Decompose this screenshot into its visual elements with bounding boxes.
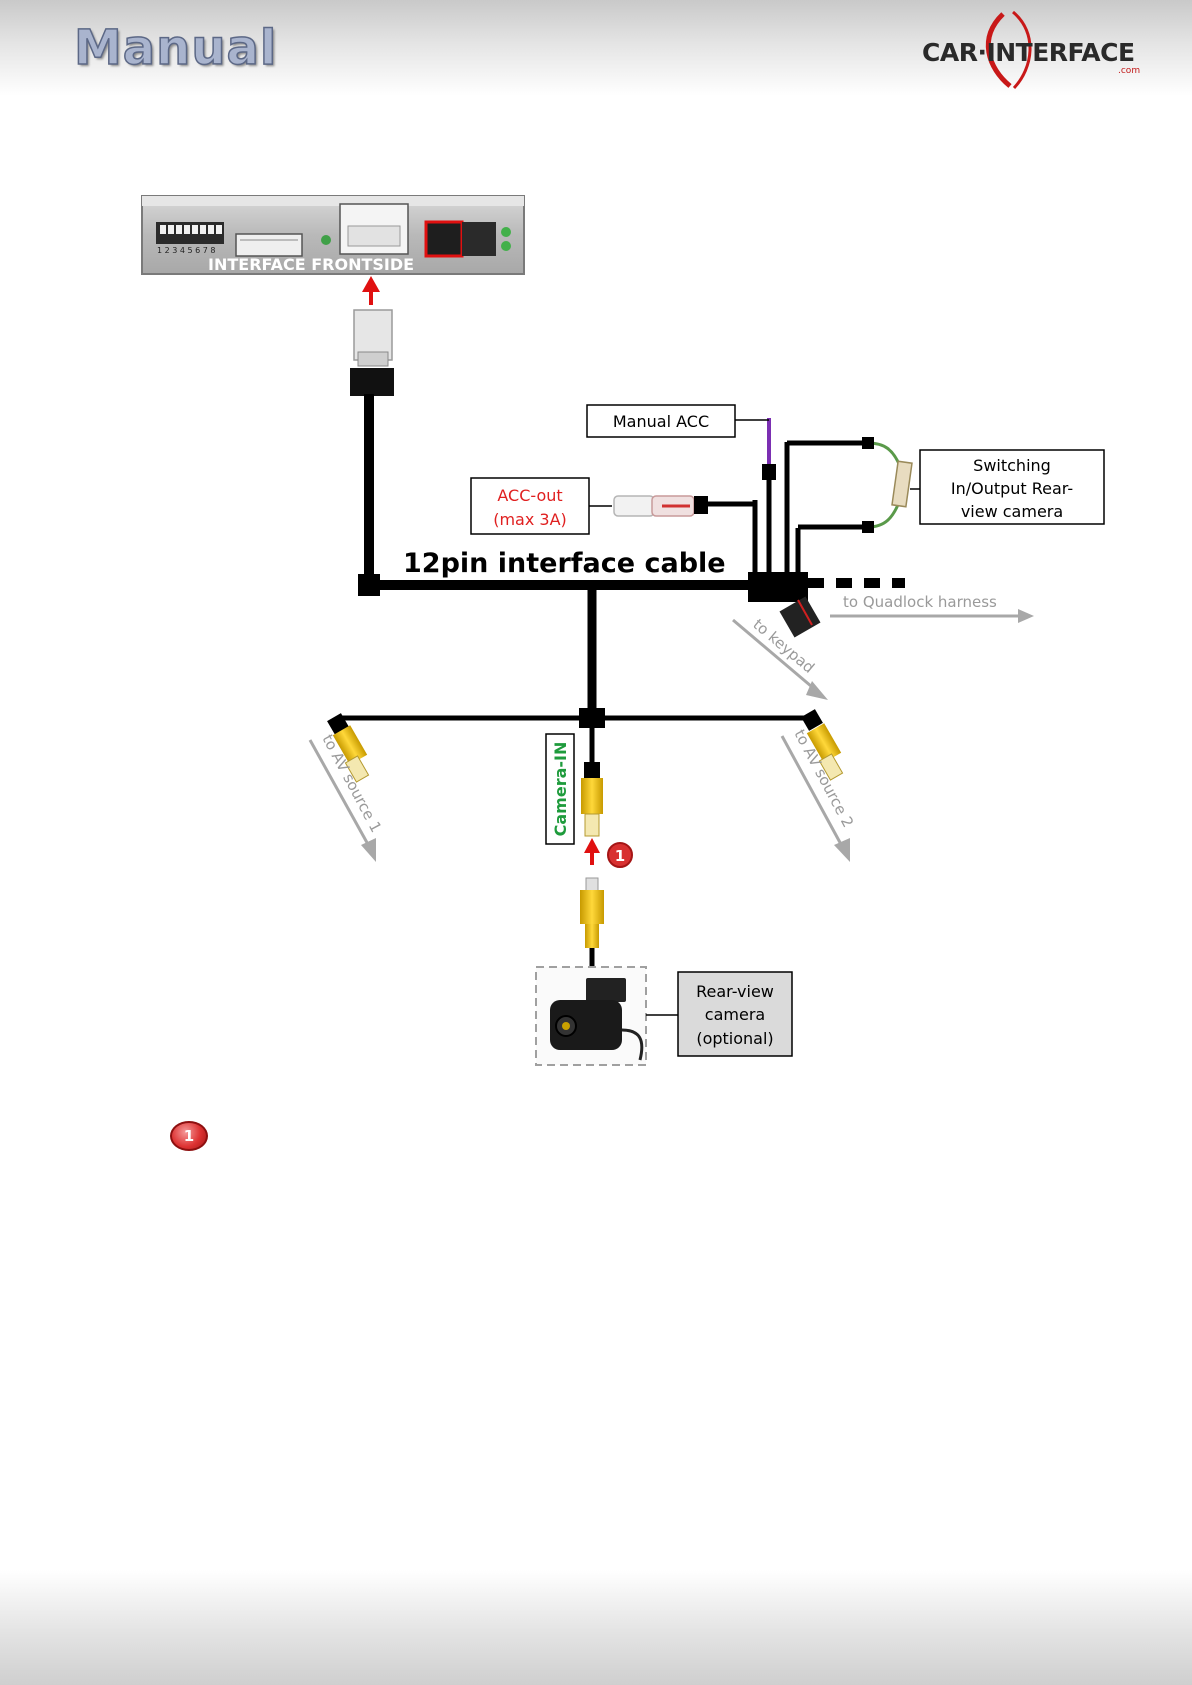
rear-camera-label-1: Rear-view (696, 982, 774, 1001)
camera-in-box: Camera-IN (546, 734, 574, 844)
interface-frontside-label: INTERFACE FRONTSIDE (208, 255, 414, 274)
green-led-2 (501, 241, 511, 251)
camera-in-rca (581, 762, 603, 836)
dip-switch: 1 2 3 4 5 6 7 8 (156, 222, 224, 255)
acc-out-label-2: (max 3A) (493, 510, 567, 529)
step-1-number: 1 (615, 847, 625, 865)
quadlock-label: to Quadlock harness (843, 593, 997, 611)
manual-acc-box: Manual ACC (587, 405, 735, 437)
footnote-marker: 1 (170, 1121, 208, 1151)
step-arrow-icon (584, 838, 600, 865)
small-connector (236, 234, 302, 256)
highlighted-socket (426, 222, 462, 256)
manual-acc-label: Manual ACC (613, 412, 709, 431)
camera-rca-plug (580, 878, 604, 970)
acc-out-box: ACC-out (max 3A) (471, 478, 589, 534)
acc-out-connector (569, 496, 708, 516)
step-1-marker: 1 (608, 843, 632, 867)
interface-device: 1 2 3 4 5 6 7 8 INTERFACE FRONTSIDE (142, 196, 524, 274)
switching-box: Switching In/Output Rear- view camera (920, 450, 1104, 524)
red-arrow-up-icon (362, 276, 380, 305)
main-cable (337, 394, 905, 770)
rear-camera-label-2: camera (705, 1005, 765, 1024)
status-led (321, 235, 331, 245)
switching-label-1: Switching (973, 456, 1051, 475)
switching-label-2: In/Output Rear- (951, 479, 1073, 498)
rear-camera-box: Rear-view camera (optional) (678, 972, 792, 1056)
footer-band (0, 1570, 1192, 1685)
12pin-plug (350, 310, 394, 396)
acc-out-label-1: ACC-out (497, 486, 562, 505)
rear-camera-label-3: (optional) (696, 1029, 773, 1048)
rear-camera-image (536, 967, 646, 1065)
cable-label: 12pin interface cable (403, 548, 726, 579)
dip-numbers: 1 2 3 4 5 6 7 8 (157, 246, 216, 255)
keypad-plug (780, 597, 821, 638)
camera-in-label: Camera-IN (551, 742, 570, 837)
green-led-1 (501, 227, 511, 237)
quadlock-arrow-icon (830, 609, 1034, 623)
switching-wire (862, 437, 920, 533)
switching-label-3: view camera (961, 502, 1063, 521)
